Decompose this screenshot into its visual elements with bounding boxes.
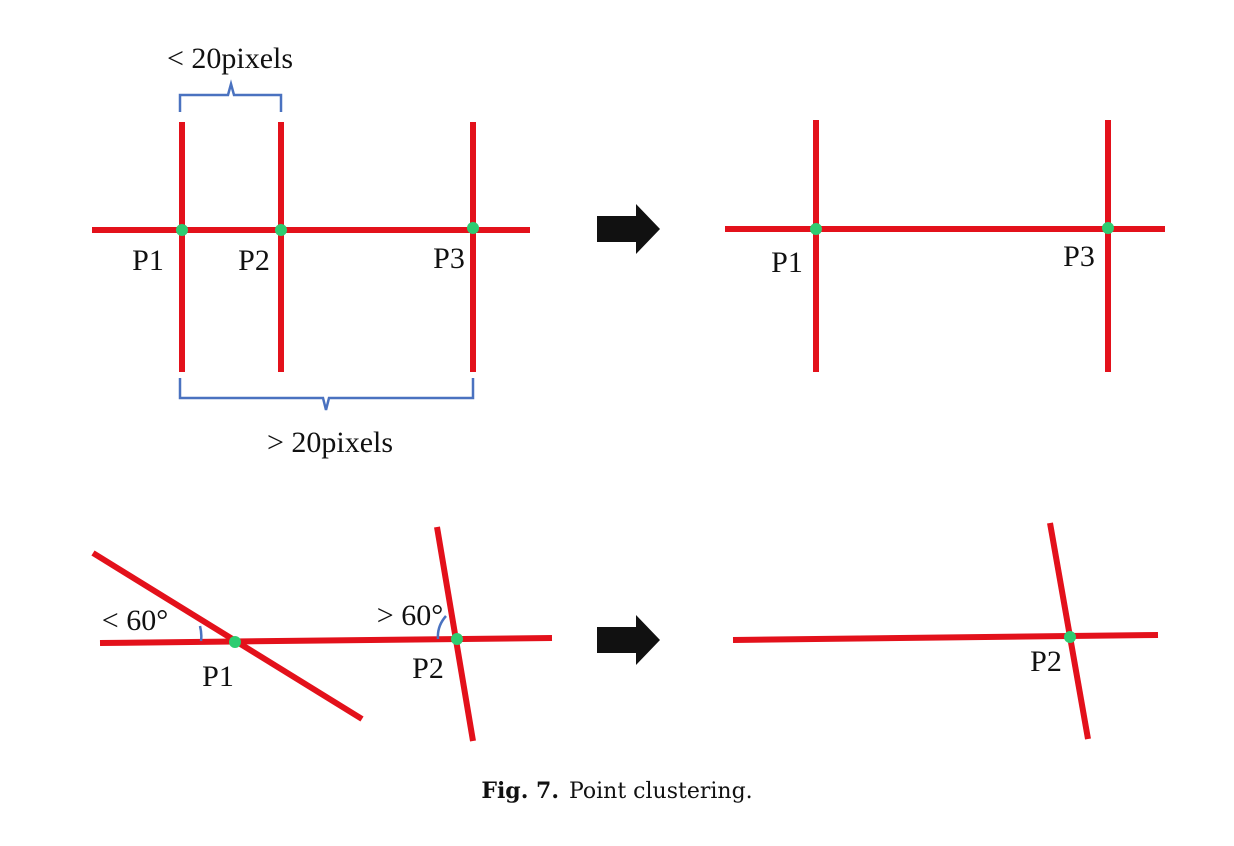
top-left-panel: < 20pixels P1 P2 P3 > 20pixels bbox=[92, 42, 530, 459]
diagonal-line-p1 bbox=[91, 550, 364, 722]
point-clustering-diagram: < 20pixels P1 P2 P3 > 20pixels P1 P3 bbox=[91, 42, 1165, 742]
bottom-right-panel: P2 bbox=[732, 522, 1159, 740]
bracket-small bbox=[178, 79, 283, 112]
label-p2: P2 bbox=[412, 652, 444, 685]
point-p2 bbox=[1064, 631, 1076, 643]
figure-caption: Fig. 7. Point clustering. bbox=[0, 778, 1234, 804]
bracket-large-label: > 20pixels bbox=[267, 426, 393, 459]
point-p1 bbox=[810, 223, 822, 235]
horizontal-line bbox=[99, 635, 553, 646]
label-p3: P3 bbox=[433, 242, 465, 275]
horizontal-line bbox=[732, 632, 1159, 643]
point-p2 bbox=[451, 633, 463, 645]
angle-arc-small bbox=[198, 625, 203, 642]
label-p1: P1 bbox=[771, 246, 803, 279]
label-p1: P1 bbox=[132, 244, 164, 277]
arrow-right-icon bbox=[597, 204, 660, 254]
bracket-small-label: < 20pixels bbox=[167, 42, 293, 75]
label-p3: P3 bbox=[1063, 240, 1095, 273]
point-p3 bbox=[1102, 222, 1114, 234]
bracket-large bbox=[178, 378, 475, 411]
point-p3 bbox=[467, 222, 479, 234]
label-p2: P2 bbox=[238, 244, 270, 277]
steep-line-p2 bbox=[1047, 522, 1091, 740]
label-p2: P2 bbox=[1030, 645, 1062, 678]
top-right-panel: P1 P3 bbox=[725, 120, 1165, 372]
point-p1 bbox=[176, 224, 188, 236]
arrow-right-icon bbox=[597, 615, 660, 665]
label-p1: P1 bbox=[202, 660, 234, 693]
figure-number: Fig. 7. bbox=[481, 778, 559, 804]
caption-text: Point clustering. bbox=[568, 779, 753, 804]
bottom-left-panel: < 60° > 60° P1 P2 bbox=[91, 526, 553, 742]
angle-arc-large bbox=[436, 615, 447, 640]
angle-small-label: < 60° bbox=[102, 604, 168, 637]
point-p2 bbox=[275, 224, 287, 236]
point-p1 bbox=[229, 636, 241, 648]
angle-large-label: > 60° bbox=[377, 599, 443, 632]
